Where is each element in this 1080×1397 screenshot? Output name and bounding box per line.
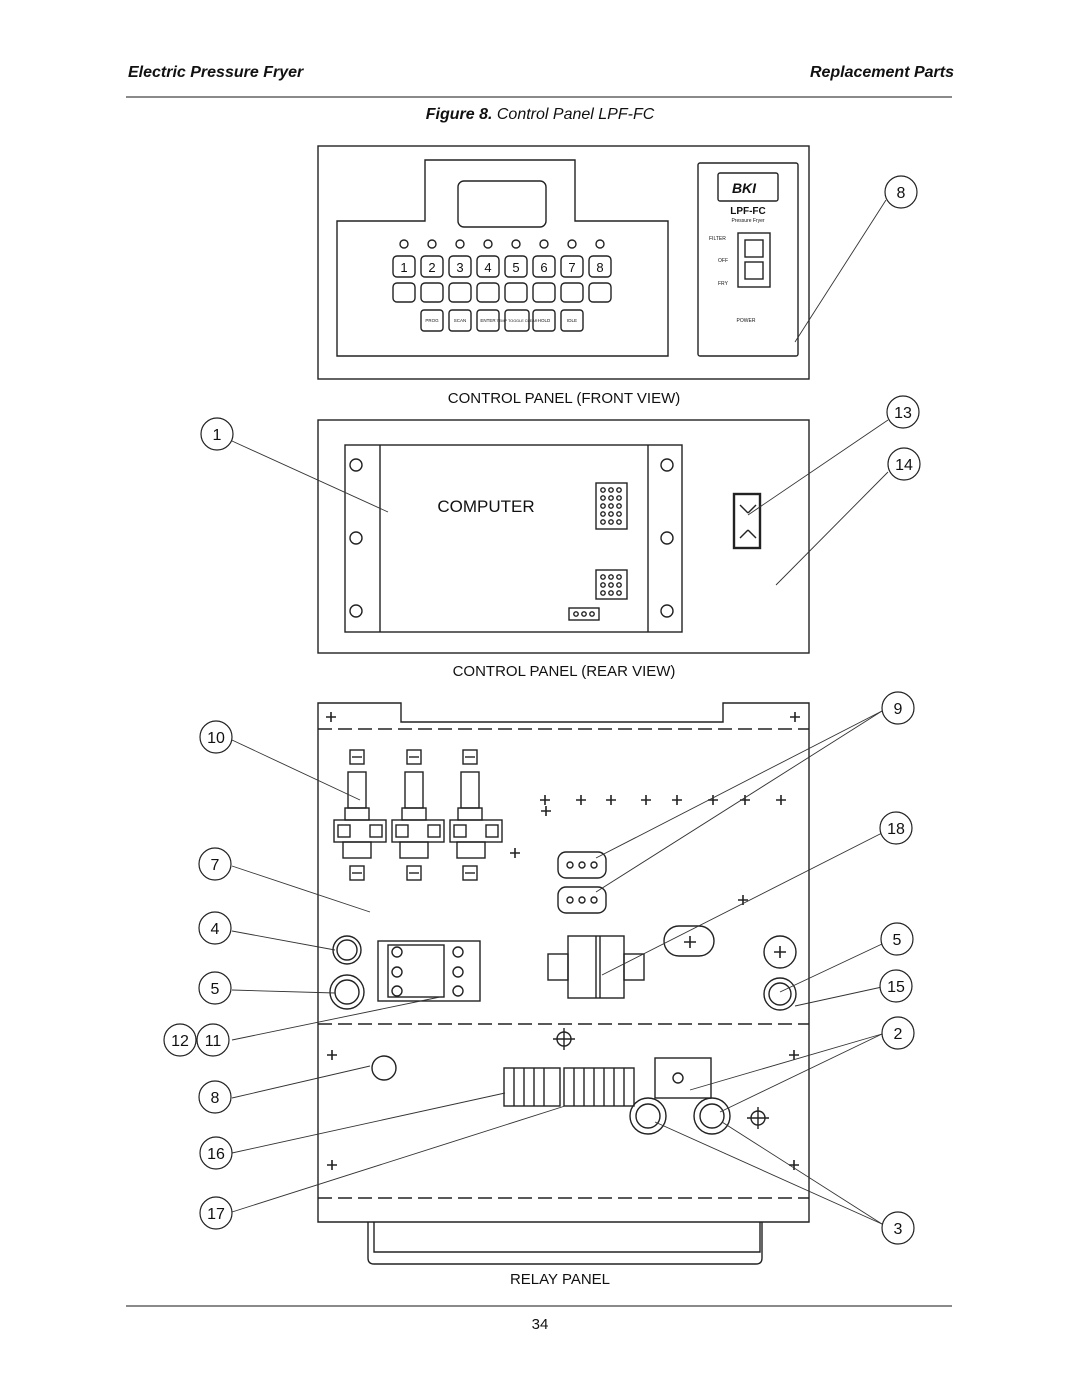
key-hold: HOLD [538,318,551,323]
header-rule [126,96,952,98]
power-block [377,940,481,1002]
terminal-blocks [503,1067,635,1107]
key-8: 8 [596,260,603,275]
switch-label-off: OFF [718,258,728,264]
switch-label-fry: FRY [718,281,729,287]
rear-view-panel [317,419,810,654]
callout-numbers: 8 1 13 14 10 9 7 18 4 5 5 15 12 11 2 8 1… [171,185,913,1238]
high-limit-controller [654,1057,712,1099]
callout-16: 16 [207,1146,225,1163]
key-prog: PROG [425,318,439,323]
blank-key-row [392,282,612,303]
relay-panel-caption: RELAY PANEL [510,1271,610,1288]
key-5: 5 [512,260,519,275]
callout-10: 10 [207,730,225,747]
switch-label-filter: FILTER [709,236,726,242]
callout-5-right: 5 [893,932,902,949]
key-idle: IDLE [567,318,577,323]
key-4: 4 [484,260,491,275]
connector-3pin [568,607,600,621]
page-number: 34 [531,1316,549,1333]
front-view-caption: CONTROL PANEL (FRONT VIEW) [448,390,681,407]
callout-5-left: 5 [211,981,220,998]
high-limit-thermostats [629,1097,731,1135]
relay-panel-plate [317,702,810,1265]
callout-2: 2 [894,1026,903,1043]
figure-title: Control Panel LPF-FC [496,106,655,123]
function-keys: PROG SCAN ENTER TEMP TOGGLE CLEAR HOLD I… [425,318,577,323]
connector-lower [595,569,628,600]
key-temp-toggle-clear: TEMP TOGGLE CLEAR [497,319,538,323]
callout-14: 14 [895,457,913,474]
callout-8-top: 8 [897,185,906,202]
rear-view-caption: CONTROL PANEL (REAR VIEW) [453,663,676,680]
footer-rule [126,1305,952,1307]
front-view-panel [317,145,810,380]
transformer [547,935,645,999]
figure-label: Figure 8. [425,106,493,123]
callout-4: 4 [211,921,220,938]
mounting-pins [326,712,800,1170]
model-label: LPF-FC [730,206,766,217]
key-2: 2 [428,260,435,275]
key-enter: ENTER [480,318,496,323]
relays [557,851,607,914]
header-title-left: Electric Pressure Fryer [128,64,304,81]
leader-lines [231,199,889,1225]
power-label: POWER [737,318,756,324]
callout-9: 9 [894,701,903,718]
callout-13: 13 [894,405,912,422]
callout-3: 3 [894,1221,903,1238]
rear-switch [732,492,762,550]
callout-8-bottom: 8 [211,1090,220,1107]
model-subtitle: Pressure Fryer [731,218,764,224]
rocker-switch [737,232,771,288]
computer-label: COMPUTER [437,497,534,516]
callout-bubbles [163,175,921,1245]
callout-11: 11 [205,1033,222,1050]
callout-18: 18 [887,821,905,838]
key-scan: SCAN [454,318,467,323]
indicator-leds [399,239,605,249]
key-6: 6 [540,260,547,275]
callout-15: 15 [887,979,905,996]
key-1: 1 [400,260,407,275]
callout-1: 1 [213,427,222,444]
header-title-right: Replacement Parts [809,64,954,81]
number-key-frames [392,255,612,278]
bki-logo: BKI [732,180,757,196]
mounting-holes [349,458,674,618]
key-7: 7 [568,260,575,275]
callout-12: 12 [171,1033,189,1050]
key-3: 3 [456,260,463,275]
callout-7: 7 [211,857,220,874]
function-key-frames [420,309,584,332]
connector-upper [595,482,628,530]
callout-17: 17 [207,1206,225,1223]
number-keys: 1 2 3 4 5 6 7 8 [400,260,603,275]
thermostat-contactors [333,749,503,881]
figure-caption: Figure 8. Control Panel LPF-FC [0,106,1080,124]
crosshair-marks [553,1028,769,1129]
